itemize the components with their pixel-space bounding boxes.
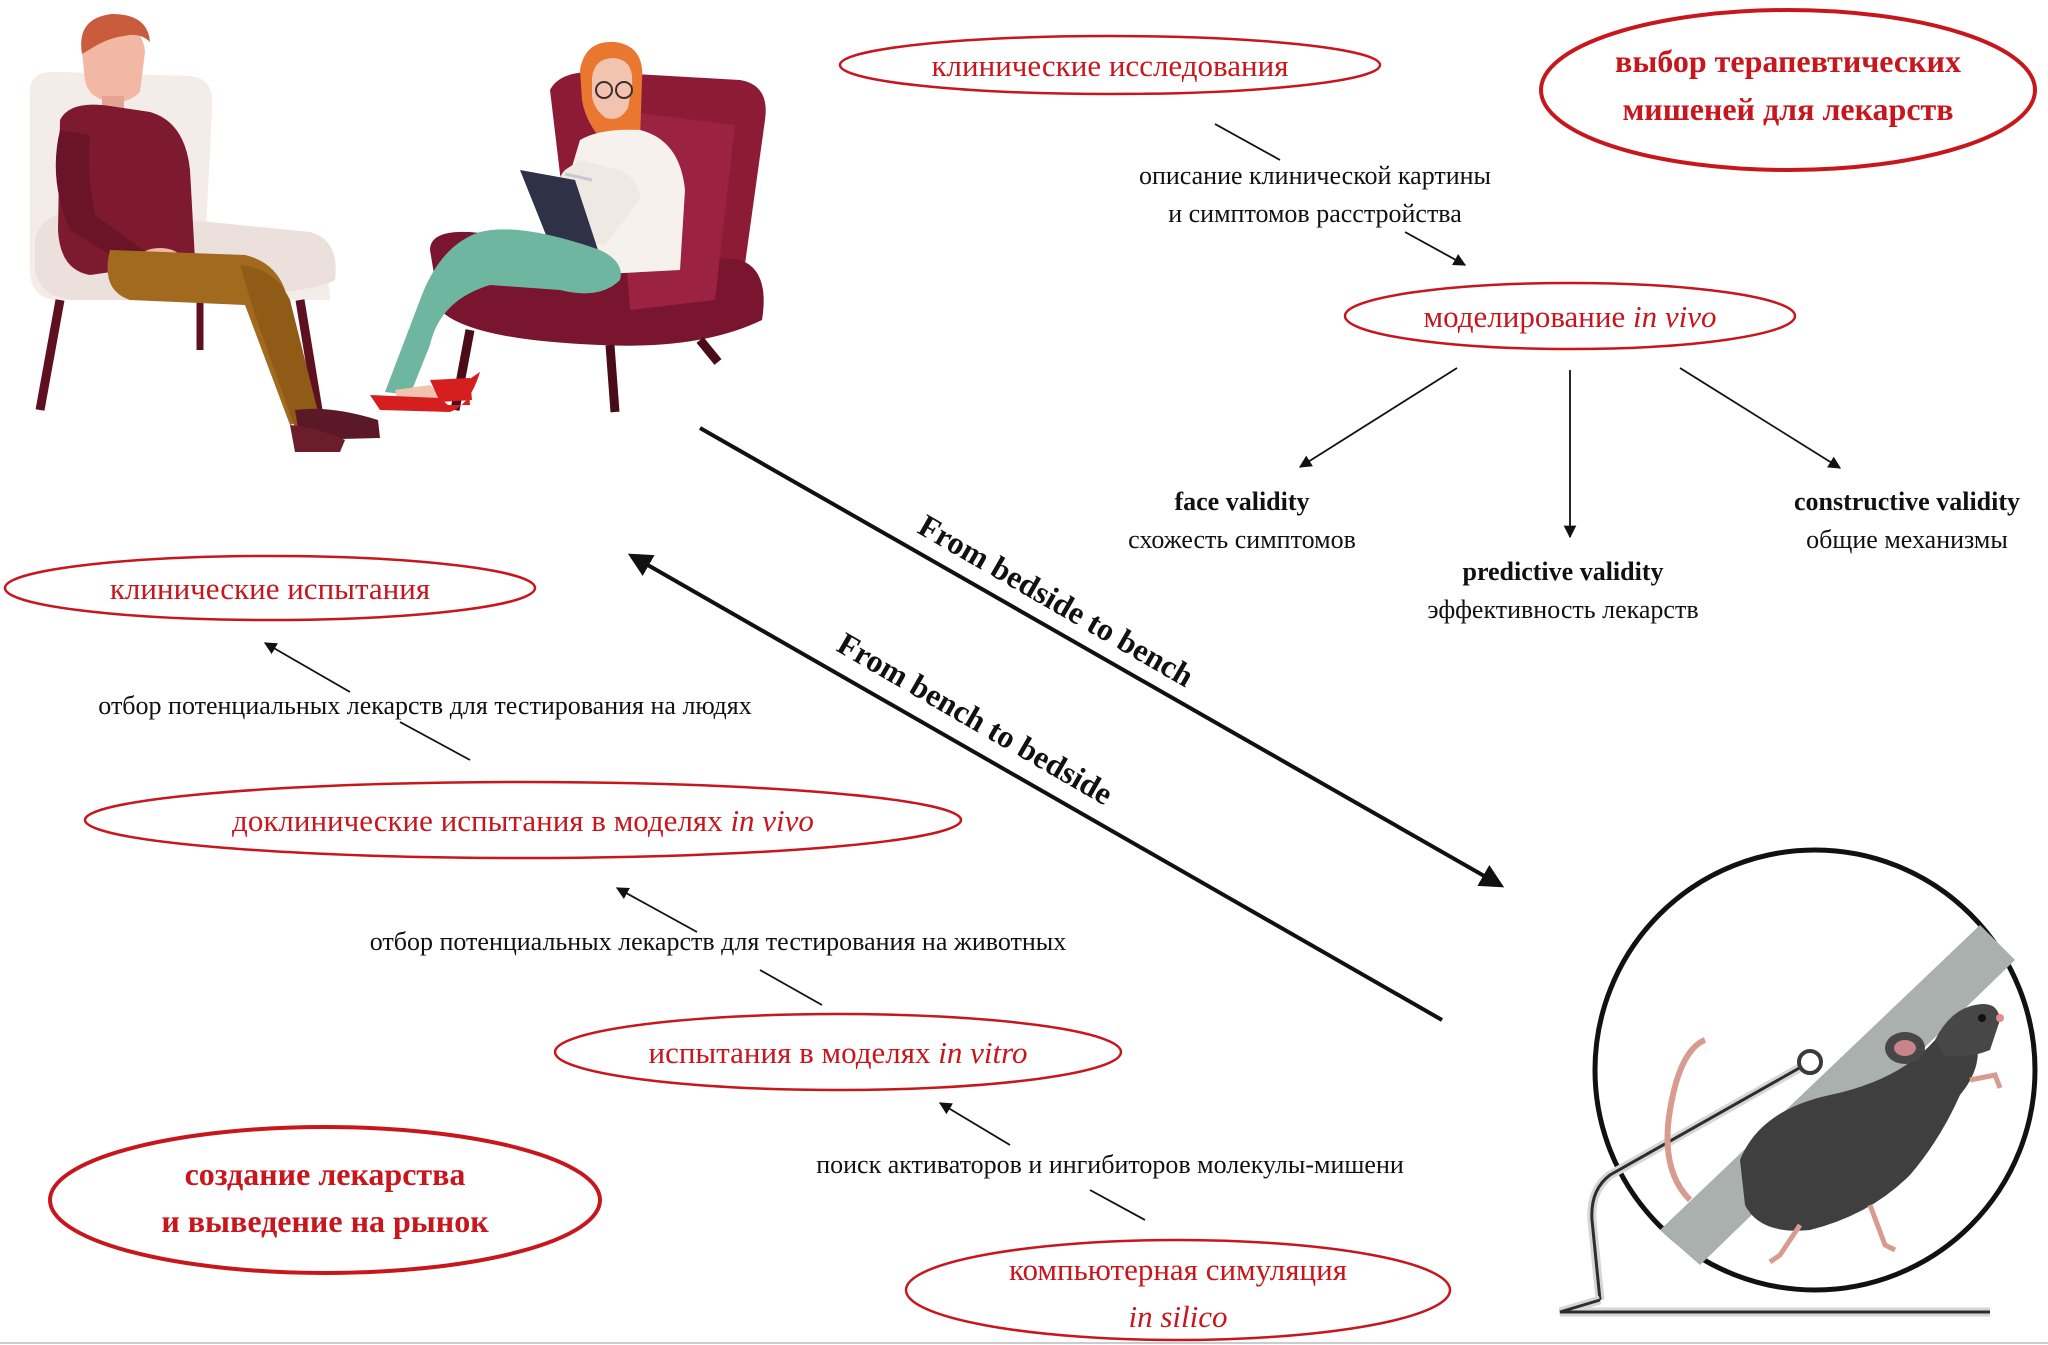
validity-face: face validity схожесть симптомов: [1128, 487, 1356, 554]
oval-in-vitro: испытания в моделях in vitro: [553, 1012, 1123, 1092]
note-search-activators: поиск активаторов и ингибиторов молекулы…: [816, 1150, 1404, 1179]
preclinical-trials-label: доклинические испытания в моделях in viv…: [232, 803, 814, 838]
oval-clinical-research-label: клинические исследования: [932, 48, 1289, 83]
in-vitro-label: испытания в моделях in vitro: [648, 1035, 1027, 1070]
clinical-trials-label: клинические испытания: [110, 571, 430, 606]
face-validity-title: face validity: [1174, 487, 1309, 516]
arrow-to-in-vivo-modeling: [1404, 231, 1467, 266]
arrow-segment-clinical-research: [1214, 123, 1281, 161]
diagonal-arrows: [627, 426, 1505, 1022]
note-select-animals: отбор потенциальных лекарств для тестиро…: [370, 927, 1067, 956]
predictive-validity-desc: эффективность лекарств: [1427, 595, 1698, 624]
therapy-session-illustration: [30, 14, 766, 452]
drug-creation-line-1: создание лекарства: [185, 1156, 466, 1192]
connector-arrows: [263, 123, 1842, 1221]
arrow-to-constructive-validity: [1679, 367, 1842, 469]
label-bench-to-bedside: From bench to bedside: [832, 625, 1120, 812]
predictive-validity-title: predictive validity: [1462, 557, 1663, 586]
arrow-to-preclinical-trials: [615, 887, 698, 933]
mouse-figure: [1664, 1004, 2004, 1265]
arrow-to-in-vitro: [938, 1102, 1011, 1146]
oval-target-selection: выбор терапевтических мишеней для лекарс…: [1539, 8, 2037, 172]
oval-preclinical-trials: доклинические испытания в моделях in viv…: [83, 780, 963, 860]
oval-in-silico: компьютерная симуляция in silico: [904, 1238, 1452, 1342]
constructive-validity-title: constructive validity: [1794, 487, 2020, 516]
arrow-to-clinical-trials: [263, 642, 351, 693]
arrow-to-face-validity: [1298, 367, 1458, 468]
arrow-segment-in-vitro-up: [759, 969, 823, 1006]
arrow-bench-to-bedside: [627, 553, 1443, 1022]
arrow-bedside-to-bench: [699, 426, 1505, 888]
oval-clinical-research: клинические исследования: [838, 34, 1382, 96]
target-selection-line-2: мишеней для лекарств: [1622, 91, 1953, 127]
face-validity-desc: схожесть симптомов: [1128, 525, 1356, 554]
patient-figure: [55, 14, 380, 452]
constructive-validity-desc: общие механизмы: [1806, 525, 2008, 554]
oval-clinical-trials: клинические испытания: [3, 554, 537, 622]
target-selection-line-1: выбор терапевтических: [1615, 43, 1961, 79]
in-vivo-modeling-label: моделирование in vivo: [1424, 299, 1717, 334]
validity-constructive: constructive validity общие механизмы: [1794, 487, 2020, 554]
mouse-wheel-illustration: [1558, 847, 2038, 1317]
in-silico-line-1: компьютерная симуляция: [1009, 1252, 1347, 1287]
note-select-humans: отбор потенциальных лекарств для тестиро…: [98, 691, 751, 720]
arrow-segment-in-silico-up: [1089, 1189, 1146, 1221]
oval-drug-creation: создание лекарства и выведение на рынок: [48, 1125, 602, 1275]
validity-predictive: predictive validity эффективность лекарс…: [1427, 557, 1698, 624]
in-silico-line-2: in silico: [1128, 1299, 1227, 1334]
note-clinical-picture-line-2: и симптомов расстройства: [1168, 199, 1462, 228]
note-clinical-picture-line-1: описание клинической картины: [1139, 161, 1491, 190]
arrow-segment-preclinical-up: [399, 721, 471, 761]
therapist-figure: [370, 41, 685, 412]
drug-creation-line-2: и выведение на рынок: [161, 1203, 489, 1239]
oval-in-vivo-modeling: моделирование in vivo: [1343, 281, 1797, 351]
